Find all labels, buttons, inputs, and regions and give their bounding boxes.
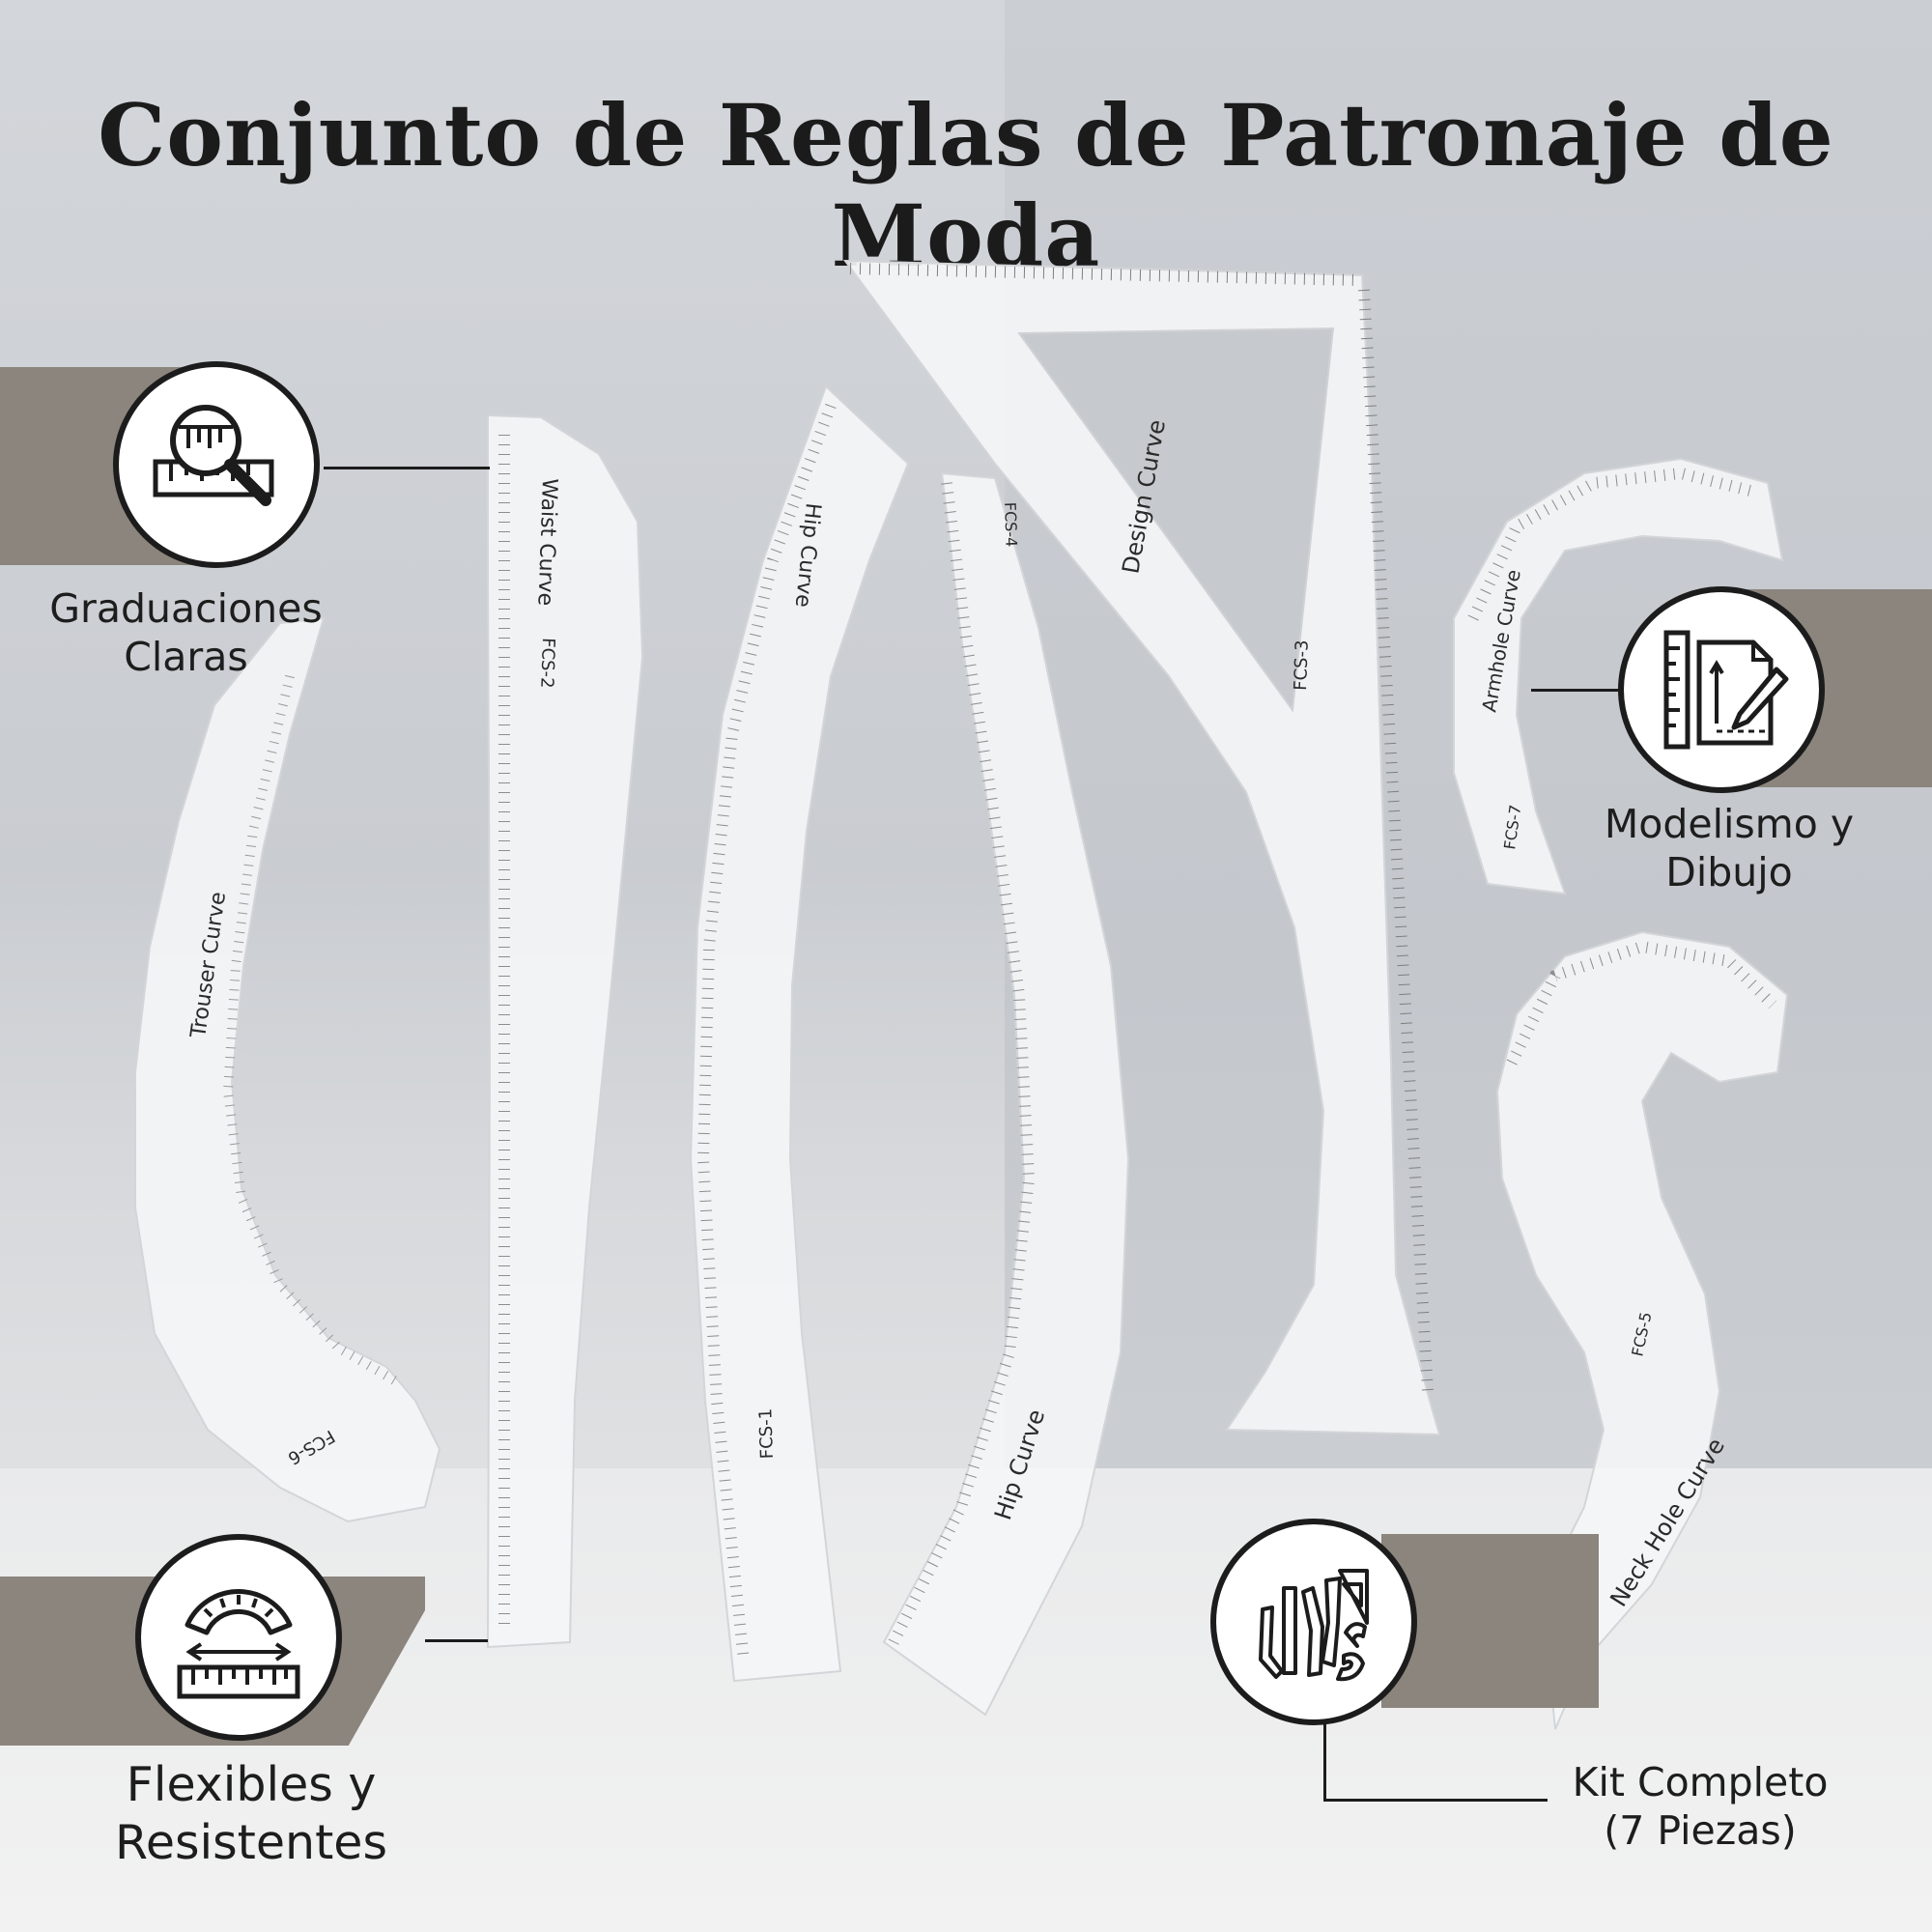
flexible-ruler-icon <box>177 1589 300 1699</box>
connector-line-bottom-right-horizontal <box>1323 1799 1548 1802</box>
drawing-pencil-icon <box>1663 630 1789 750</box>
feature-badge-kit <box>1210 1519 1417 1725</box>
feature-caption-drawing: Modelismo y Dibujo <box>1546 800 1913 896</box>
ruler-set-icon <box>1259 1569 1369 1682</box>
hip-curve-small-code: FCS-4 <box>1001 501 1021 547</box>
armhole-curve-ruler <box>1453 457 1784 895</box>
waist-curve-label: Waist Curve <box>532 478 561 607</box>
feature-badge-graduations <box>113 361 320 568</box>
hip-curve-small-ruler <box>882 471 1130 1717</box>
connector-line-bottom-right-vertical <box>1323 1662 1326 1802</box>
hip-curve-long-ruler <box>689 384 910 1683</box>
feature-caption-graduations-line1: Graduaciones <box>49 585 323 632</box>
feature-badge-drawing <box>1618 586 1825 793</box>
feature-badge-flexible <box>135 1534 342 1741</box>
feature-caption-graduations-line2: Claras <box>124 634 248 680</box>
neck-hole-curve-ruler <box>1495 930 1789 1730</box>
feature-caption-graduations: Graduaciones Claras <box>19 584 353 681</box>
feature-caption-kit: Kit Completo (7 Piezas) <box>1550 1758 1850 1855</box>
trouser-curve-ruler <box>134 616 441 1523</box>
waist-curve-ruler <box>486 413 644 1649</box>
waist-curve-code: FCS-2 <box>536 638 558 689</box>
feature-caption-flexible-line2: Resistentes <box>115 1815 387 1870</box>
feature-caption-kit-line1: Kit Completo <box>1572 1759 1829 1805</box>
connector-line-top-right <box>1531 689 1618 692</box>
feature-caption-drawing-line2: Dibujo <box>1665 849 1793 895</box>
feature-band-bottom-right <box>1381 1534 1599 1708</box>
hip-curve-long-code: FCS-1 <box>755 1408 778 1460</box>
connector-line-bottom-left <box>425 1639 488 1642</box>
feature-caption-kit-line2: (7 Piezas) <box>1604 1807 1797 1854</box>
design-curve-code: FCS-3 <box>1291 639 1313 691</box>
ruler-magnifier-icon <box>153 405 274 506</box>
feature-caption-flexible-line1: Flexibles y <box>126 1757 377 1812</box>
connector-line-top-left <box>324 467 490 469</box>
feature-caption-flexible: Flexibles y Resistentes <box>58 1756 444 1872</box>
feature-caption-drawing-line1: Modelismo y <box>1604 801 1855 847</box>
